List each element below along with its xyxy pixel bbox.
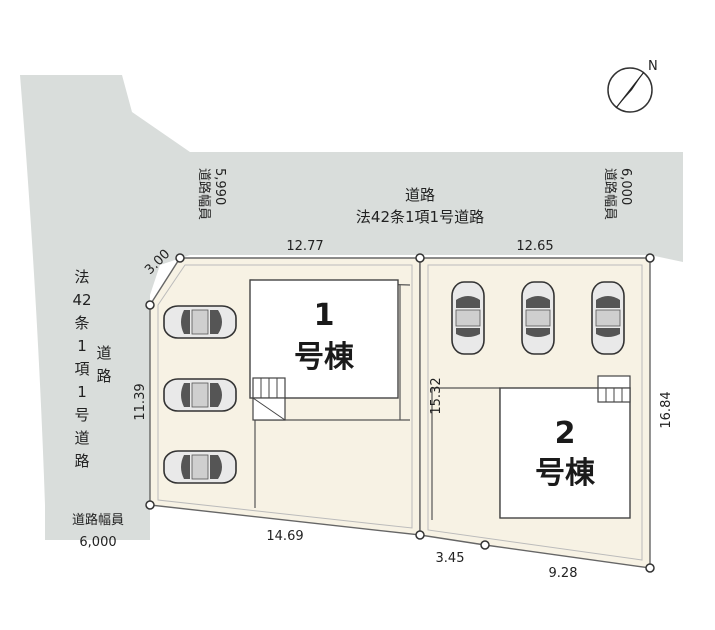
top-road [180,152,683,262]
dim-top-left: 12.77 [286,239,323,254]
car-icon [451,281,485,355]
svg-text:42: 42 [72,291,91,309]
dim-bottom-left: 14.69 [266,529,303,544]
dim-right: 16.84 [659,391,674,428]
bottom-left-road-width-label: 道路幅員 [72,512,124,528]
north-label: N [648,59,658,74]
car-icon [163,378,237,412]
building-2-name: 号棟 [535,456,596,491]
compass-icon [607,67,653,113]
steps-1 [252,377,286,421]
building-1-name: 号棟 [294,340,355,375]
left-road-label: 法 42 条 1 項 1 号 道 路 道 路 [72,268,111,470]
svg-text:路: 路 [96,367,111,385]
building-2-number: 2 [555,416,576,451]
top-right-road-width: 道路幅員 6,000 [602,168,633,220]
dim-middle: 15.32 [429,377,444,414]
left-road [20,75,190,505]
car-icon [163,305,237,339]
svg-text:道路幅員: 道路幅員 [196,168,212,220]
dim-bottom-mid: 3.45 [436,551,465,566]
svg-text:道路幅員: 道路幅員 [602,168,618,220]
top-road-type: 法42条1項1号道路 [356,208,484,226]
dim-top-right: 12.65 [516,239,553,254]
svg-text:条: 条 [74,314,89,332]
svg-text:道: 道 [74,429,89,447]
car-icon [163,450,237,484]
lot-2-inner-border [427,264,643,561]
svg-text:法: 法 [74,268,89,286]
lot-1-inner-border [157,264,413,529]
dim-left: 11.39 [133,383,148,420]
svg-text:道: 道 [96,344,111,362]
car-icon [591,281,625,355]
steps-2 [597,375,631,403]
svg-text:路: 路 [74,452,89,470]
boundary-markers [145,253,655,573]
lot-1-path-lines [249,279,411,508]
svg-text:6,000: 6,000 [618,168,633,205]
svg-text:1: 1 [77,383,87,401]
bottom-left-road [45,505,150,540]
dim-bottom-right: 9.28 [549,566,578,581]
svg-text:5,990: 5,990 [212,168,227,205]
svg-text:号: 号 [74,406,89,424]
svg-text:項: 項 [74,360,89,378]
bottom-left-road-width-value: 6,000 [79,535,116,550]
svg-text:1: 1 [77,337,87,355]
top-left-road-width: 道路幅員 5,990 [196,168,227,220]
car-icon [521,281,555,355]
top-road-label: 道路 [405,186,435,204]
building-2 [499,387,631,519]
building-1-number: 1 [314,298,335,333]
